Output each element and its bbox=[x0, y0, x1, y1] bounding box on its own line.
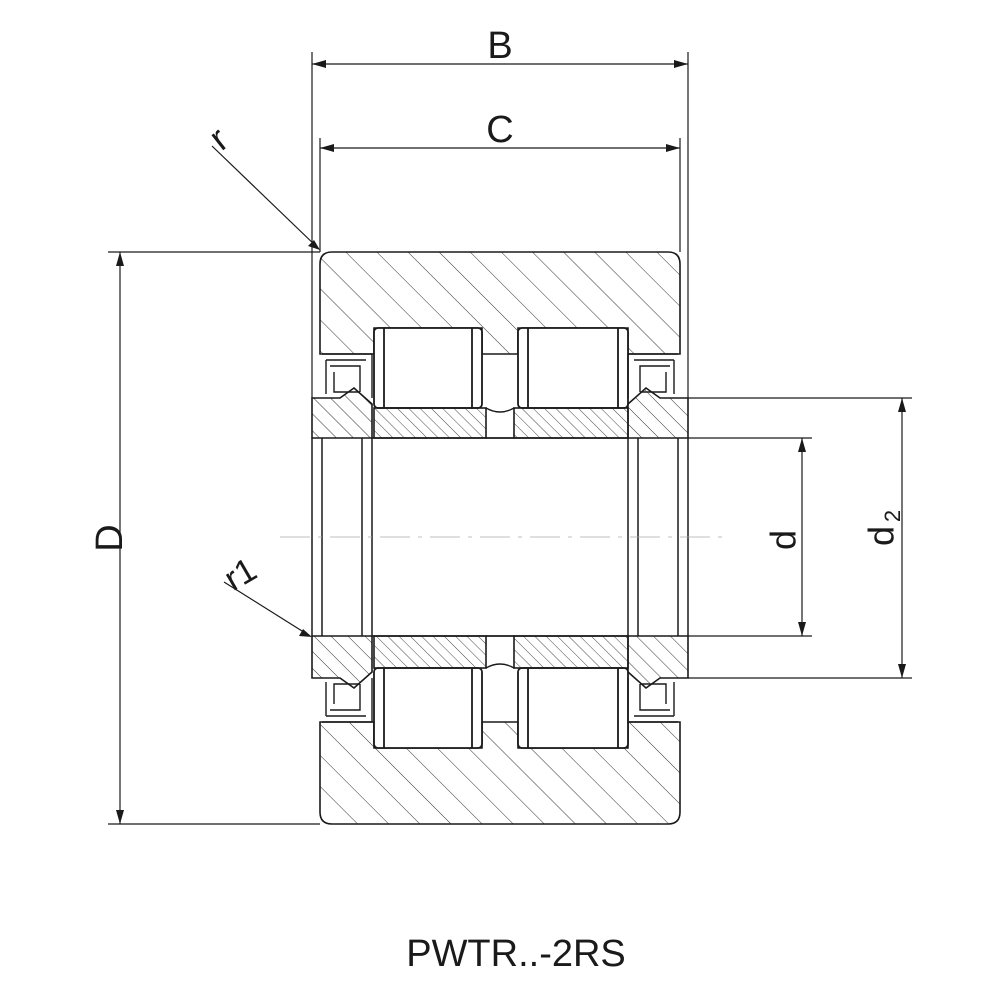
radius-r1-leader bbox=[223, 581, 312, 637]
inner-ring-top-right bbox=[513, 407, 629, 439]
dimension-d bbox=[688, 437, 812, 637]
end-ring-bottom-right bbox=[627, 635, 689, 690]
dimension-d2-label: d bbox=[861, 526, 902, 546]
dimension-d2-subscript: 2 bbox=[880, 510, 905, 522]
dimension-C-label: C bbox=[486, 109, 513, 151]
end-ring-top-right bbox=[627, 386, 689, 439]
rollers bbox=[373, 327, 629, 749]
seals bbox=[322, 353, 678, 723]
roller-top-left bbox=[373, 327, 483, 409]
inner-ring-bottom-left bbox=[373, 635, 487, 669]
inner-ring-top-left bbox=[373, 407, 487, 439]
inner-ring-top-groove bbox=[485, 407, 515, 439]
dimension-C bbox=[319, 138, 681, 252]
roller-top-right bbox=[517, 327, 629, 409]
seal-top-right bbox=[627, 353, 678, 398]
end-ring-top-left bbox=[311, 386, 373, 439]
seal-top-left bbox=[322, 353, 373, 398]
inner-ring-bottom-right bbox=[513, 635, 629, 669]
radius-r1-label: r1 bbox=[218, 550, 263, 598]
dimension-d2 bbox=[688, 397, 912, 679]
dimension-D bbox=[108, 251, 320, 825]
inner-ring-bottom-groove bbox=[485, 635, 515, 669]
bore bbox=[280, 437, 730, 637]
inner-ring bbox=[373, 407, 629, 669]
roller-bottom-left bbox=[373, 667, 483, 749]
inner-ring-ends bbox=[311, 386, 689, 690]
roller-bottom-right bbox=[517, 667, 629, 749]
radius-r-leader bbox=[211, 145, 320, 250]
dimension-D-label: D bbox=[89, 524, 131, 551]
seal-bottom-right bbox=[627, 678, 678, 723]
seal-bottom-left bbox=[322, 678, 373, 723]
end-ring-bottom-left bbox=[311, 635, 373, 690]
drawing-caption: PWTR..-2RS bbox=[406, 933, 626, 975]
dimension-B-label: B bbox=[487, 25, 512, 67]
dimension-B bbox=[311, 52, 689, 398]
dimension-d-label: d bbox=[763, 530, 804, 550]
